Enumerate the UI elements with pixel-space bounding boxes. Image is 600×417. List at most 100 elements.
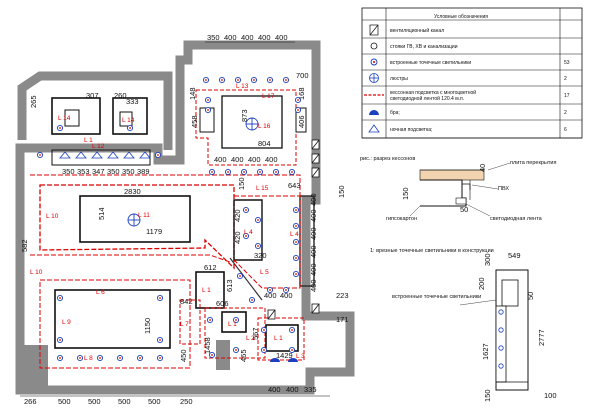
right-dim-1: 400 — [309, 209, 318, 222]
dim-1150: 1150 — [143, 318, 152, 334]
dim-606: 606 — [216, 299, 229, 308]
dim-873: 873 — [240, 109, 249, 122]
spotlight-icon — [292, 254, 300, 262]
caisson-l6-l8 — [39, 279, 191, 369]
spotlight-icon — [76, 354, 84, 362]
spotlight-icon — [292, 270, 300, 278]
label-l14-right: L 14 — [122, 117, 135, 124]
dim-400-b: 400 — [231, 155, 244, 164]
section-dim-50: 50 — [460, 205, 468, 214]
top-dim-5: 400 — [275, 33, 288, 42]
spotlight-icon — [294, 96, 302, 104]
spotlight-icon — [370, 58, 378, 66]
dim-1429: 1429 — [276, 351, 293, 360]
section-slab-label: плита перекрытия — [510, 160, 556, 166]
spotlight-icon — [282, 76, 290, 84]
spotlight-icon — [498, 345, 504, 351]
spotlight-icon — [254, 242, 262, 250]
row-dim-4: 350 — [107, 167, 120, 176]
detail-dim-150: 150 — [483, 389, 492, 402]
label-l1-top: L 1 — [84, 137, 93, 144]
right-dim-4: 400 — [309, 263, 318, 276]
plan-dimensions: 350 400 400 400 400 307 265 260 333 700 … — [20, 33, 349, 406]
detail-dim-200: 200 — [477, 277, 486, 290]
row-dim-6: 389 — [137, 167, 150, 176]
row-dim-3: 347 — [92, 167, 105, 176]
legend-row-text: бра; — [390, 110, 400, 116]
section-pvc-label: ПВХ — [498, 186, 509, 192]
chandelier-icon — [369, 73, 379, 83]
spotlight-icon — [156, 336, 164, 344]
spotlights — [36, 76, 302, 362]
detail-dim-300: 300 — [483, 253, 492, 266]
spotlight-icon — [234, 76, 242, 84]
legend-row-count: 2 — [564, 76, 567, 82]
dim-265: 265 — [29, 95, 38, 108]
dim-148: 148 — [188, 87, 197, 100]
dim-223: 223 — [336, 291, 349, 300]
spotlight-icon — [282, 286, 290, 294]
bottom-right-dim-3: 335 — [304, 385, 317, 394]
room-l4 — [233, 199, 263, 261]
section-dim-40: 40 — [478, 164, 487, 172]
label-l1-a: L 1 — [202, 287, 211, 294]
label-l16: L 16 — [258, 123, 271, 130]
right-dim-150: 150 — [337, 185, 346, 198]
label-l9: L 9 — [62, 319, 71, 326]
dim-450: 450 — [179, 349, 188, 362]
label-l4-b: L 4 — [290, 231, 299, 238]
row-dim-2: 353 — [77, 167, 90, 176]
spotlight-icon — [116, 354, 124, 362]
dim-333: 333 — [126, 97, 139, 106]
row-dim-1: 350 — [62, 167, 75, 176]
room-l14-left — [51, 97, 101, 135]
spotlight-icon — [232, 346, 240, 354]
spotlight-icon — [288, 168, 296, 176]
spotlight-icon — [254, 216, 262, 224]
spotlight-icon — [266, 76, 274, 84]
spotlight-icon — [156, 354, 164, 362]
spotlight-icon — [208, 168, 216, 176]
detail-note: 1: врезные точечные светильники в констр… — [370, 248, 494, 254]
spotlight-icon — [288, 346, 296, 354]
night-light-icon — [107, 151, 119, 159]
spotlight-icon — [498, 327, 504, 333]
dim-458: 458 — [190, 115, 199, 128]
top-dim-3: 400 — [241, 33, 254, 42]
spotlight-icon — [232, 316, 240, 324]
label-l3: L 3 — [296, 353, 305, 360]
legend-row-count: 17 — [564, 93, 570, 99]
room-l9 — [54, 289, 171, 349]
inner-box-b — [119, 111, 133, 127]
label-l8: L 8 — [84, 355, 93, 362]
spotlight-icon — [292, 206, 300, 214]
spotlight-icon — [136, 354, 144, 362]
spotlight-icon — [242, 206, 250, 214]
room-l3 — [257, 317, 305, 361]
dim-613: 613 — [225, 279, 234, 292]
dim-307: 307 — [86, 91, 99, 100]
spotlight-icon — [498, 363, 504, 369]
right-dim-3: 400 — [309, 245, 318, 258]
bottom-dim-1: 266 — [24, 397, 37, 406]
spotlight-icon — [36, 151, 44, 159]
detail-spots-label: встроенные точечные светильники — [392, 294, 481, 300]
label-l14-left: L 14 — [58, 115, 71, 122]
ventilation-channel-icon — [369, 24, 379, 36]
row-dim-5: 350 — [122, 167, 135, 176]
night-light-icon — [59, 151, 71, 159]
spotlight-icon — [242, 232, 250, 240]
spotlight-icon — [272, 168, 280, 176]
spotlight-icon — [206, 316, 214, 324]
floor-plan: L 14 L 14 L 1 L 13 L 17 L 16 L 12 L 15 L… — [15, 33, 355, 406]
caisson-l10 — [39, 184, 235, 270]
room-l1-c — [265, 324, 299, 352]
label-l4-a: L 4 — [244, 229, 253, 236]
spotlight-icon — [126, 124, 134, 132]
l12-line — [51, 149, 151, 166]
dim-2830: 2830 — [124, 187, 141, 196]
column-right-hall — [299, 195, 315, 287]
dim-400-a: 400 — [214, 155, 227, 164]
